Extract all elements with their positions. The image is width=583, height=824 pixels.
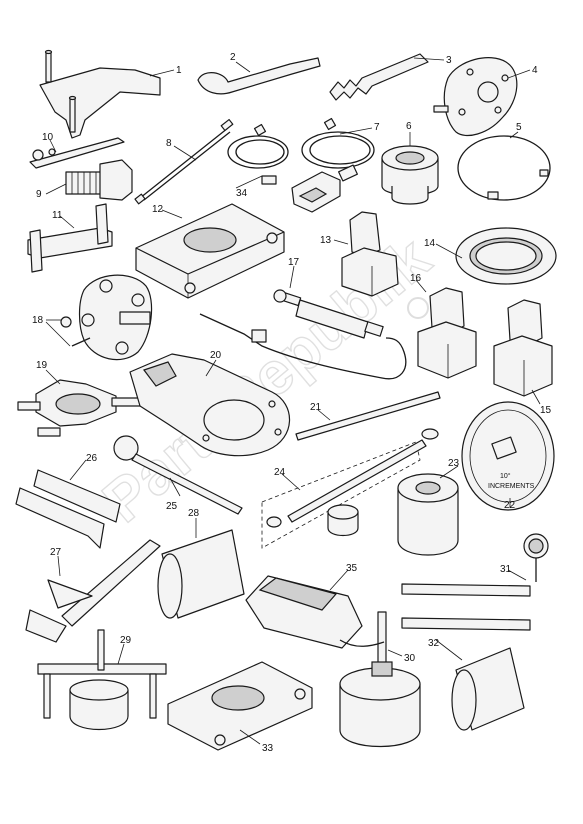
watermark-registered-mark [407, 297, 429, 319]
callout-10: 10 [42, 132, 54, 143]
tool-13-stepped-adapter [341, 211, 399, 297]
tool-16-bell-adapter [417, 287, 477, 379]
callout-11: 11 [52, 210, 63, 221]
tool-31-pressure-gauge [401, 533, 549, 631]
callout-14: 14 [424, 238, 436, 249]
tool-23-filter-wrench [397, 473, 459, 556]
tool-2-c-spanner [197, 57, 321, 95]
callout-22: 22 [504, 500, 516, 511]
tool-11-bracket-stand [27, 203, 113, 273]
tool-5-cable-loop [457, 135, 551, 201]
tool-15-bell-adapter [493, 299, 553, 397]
tool-17-syringe [199, 289, 407, 380]
tool-8-rod [134, 118, 234, 205]
callout-13: 13 [320, 235, 332, 246]
callout-35: 35 [346, 563, 358, 574]
tool-20-flange [129, 353, 291, 457]
callout-34: 34 [236, 188, 248, 199]
callout-32: 32 [428, 638, 440, 649]
tool-26-fork-spanners [15, 469, 121, 549]
callout-4: 4 [532, 65, 538, 76]
callout-9: 9 [36, 189, 42, 200]
callout-5: 5 [516, 122, 522, 133]
tool-14-toothed-ring [455, 227, 557, 285]
callout-1: 1 [176, 65, 182, 76]
tool-12-plate [135, 203, 285, 299]
leader-lines [45, 57, 541, 745]
callout-18: 18 [32, 315, 44, 326]
tool-3-notched-bar [329, 53, 429, 101]
callout-33: 33 [262, 743, 274, 754]
callout-16: 16 [410, 273, 422, 284]
callout-25: 25 [166, 501, 178, 512]
callout-labels: 1 2 3 4 5 6 7 8 9 10 11 12 13 14 15 16 1… [32, 52, 552, 754]
callout-6: 6 [406, 121, 412, 132]
callout-15: 15 [540, 405, 552, 416]
callout-2: 2 [230, 52, 236, 63]
callout-24: 24 [274, 467, 286, 478]
degree-wheel-caption: INCREMENTS [488, 483, 535, 490]
callout-7: 7 [374, 122, 380, 133]
callout-8: 8 [166, 138, 172, 149]
tool-33-plate [167, 661, 313, 751]
callout-21: 21 [310, 402, 322, 413]
callout-3: 3 [446, 55, 452, 66]
tool-4-flange-plate [433, 57, 518, 137]
tool-25-socket-spanner [113, 435, 243, 515]
tool-6-cup-adapter [381, 145, 439, 205]
tool-29-puller-frame [37, 629, 167, 731]
tool-21-long-pin [295, 391, 441, 441]
callout-30: 30 [404, 653, 416, 664]
tool-10-pin-tool [29, 137, 125, 169]
callout-23: 23 [448, 458, 460, 469]
callout-29: 29 [120, 635, 132, 646]
tool-28-sleeve [157, 529, 245, 619]
tool-9-bolt [65, 159, 133, 201]
tool-35-control-box [245, 575, 385, 649]
callout-31: 31 [500, 564, 512, 575]
tool-19-bearing-separator [17, 379, 141, 437]
tool-32-sleeve [451, 647, 525, 731]
callout-27: 27 [50, 547, 62, 558]
tool-1-bracket [39, 49, 161, 139]
tool-24-threaded-rod-kit [261, 428, 439, 549]
tool-7-diagnostic-cable [227, 117, 375, 213]
callout-17: 17 [288, 257, 300, 268]
tool-18-puller [60, 274, 153, 361]
callout-19: 19 [36, 360, 48, 371]
tool-22-degree-wheel: 10° INCREMENTS [461, 401, 555, 511]
callout-28: 28 [188, 508, 200, 519]
degree-wheel-value: 10° [500, 472, 511, 480]
tool-27-spring-tool [25, 539, 161, 643]
callout-12: 12 [152, 204, 164, 215]
callout-26: 26 [86, 453, 98, 464]
callout-20: 20 [210, 350, 222, 361]
